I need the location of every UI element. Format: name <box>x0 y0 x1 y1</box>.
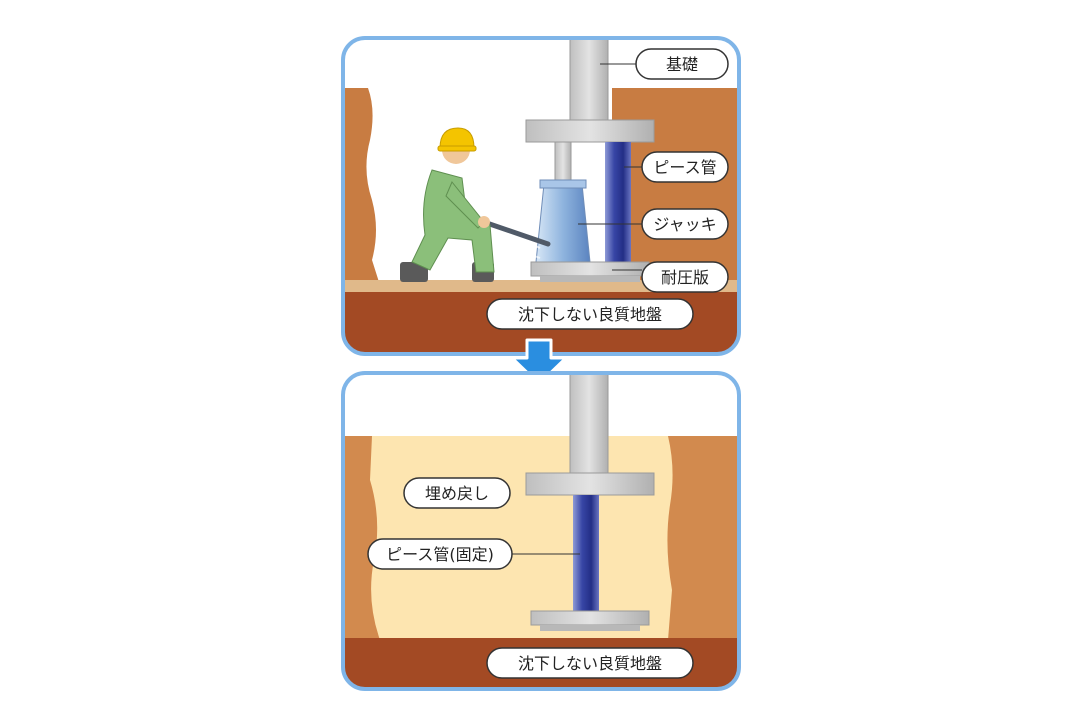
jack-handle <box>475 217 551 247</box>
panel-bottom: 埋め戻し ピース管(固定) 沈下しない良質地盤 <box>341 371 741 691</box>
piece-pipe-fixed <box>573 495 599 611</box>
svg-text:埋め戻し: 埋め戻し <box>425 484 489 503</box>
pressure-plate-bottom <box>530 610 650 626</box>
svg-text:沈下しない良質地盤: 沈下しない良質地盤 <box>518 305 662 324</box>
worker-figure <box>400 127 495 282</box>
backfill-area <box>370 436 673 640</box>
jack-top <box>554 141 572 185</box>
svg-text:ジャッキ: ジャッキ <box>653 215 716 234</box>
svg-text:耐圧版: 耐圧版 <box>661 268 709 287</box>
panel-top: 基礎 ピース管 ジャッキ 耐圧版 沈下しない良質地盤 <box>341 36 741 356</box>
foundation-column-bottom <box>569 373 609 474</box>
label-ground-top: 沈下しない良質地盤 <box>486 298 694 330</box>
soil-left <box>343 88 384 298</box>
svg-text:沈下しない良質地盤: 沈下しない良質地盤 <box>518 654 662 673</box>
label-pipe: ピース管 <box>641 151 729 183</box>
pressure-plate <box>530 261 650 277</box>
label-plate: 耐圧版 <box>641 261 729 293</box>
label-pipe-fixed: ピース管(固定) <box>367 538 513 570</box>
foundation-footing <box>525 119 655 143</box>
panel-bottom-frame <box>341 371 741 691</box>
jack-body <box>535 183 591 263</box>
svg-text:ピース管: ピース管 <box>653 158 716 177</box>
svg-text:ピース管(固定): ピース管(固定) <box>386 545 494 564</box>
label-foundation: 基礎 <box>635 48 729 80</box>
piece-pipe <box>605 142 631 268</box>
label-backfill: 埋め戻し <box>403 477 511 509</box>
label-jack: ジャッキ <box>641 208 729 240</box>
svg-text:基礎: 基礎 <box>666 55 698 74</box>
label-ground-bottom: 沈下しない良質地盤 <box>486 647 694 679</box>
foundation-footing-bottom <box>525 472 655 496</box>
foundation-column <box>569 38 609 121</box>
